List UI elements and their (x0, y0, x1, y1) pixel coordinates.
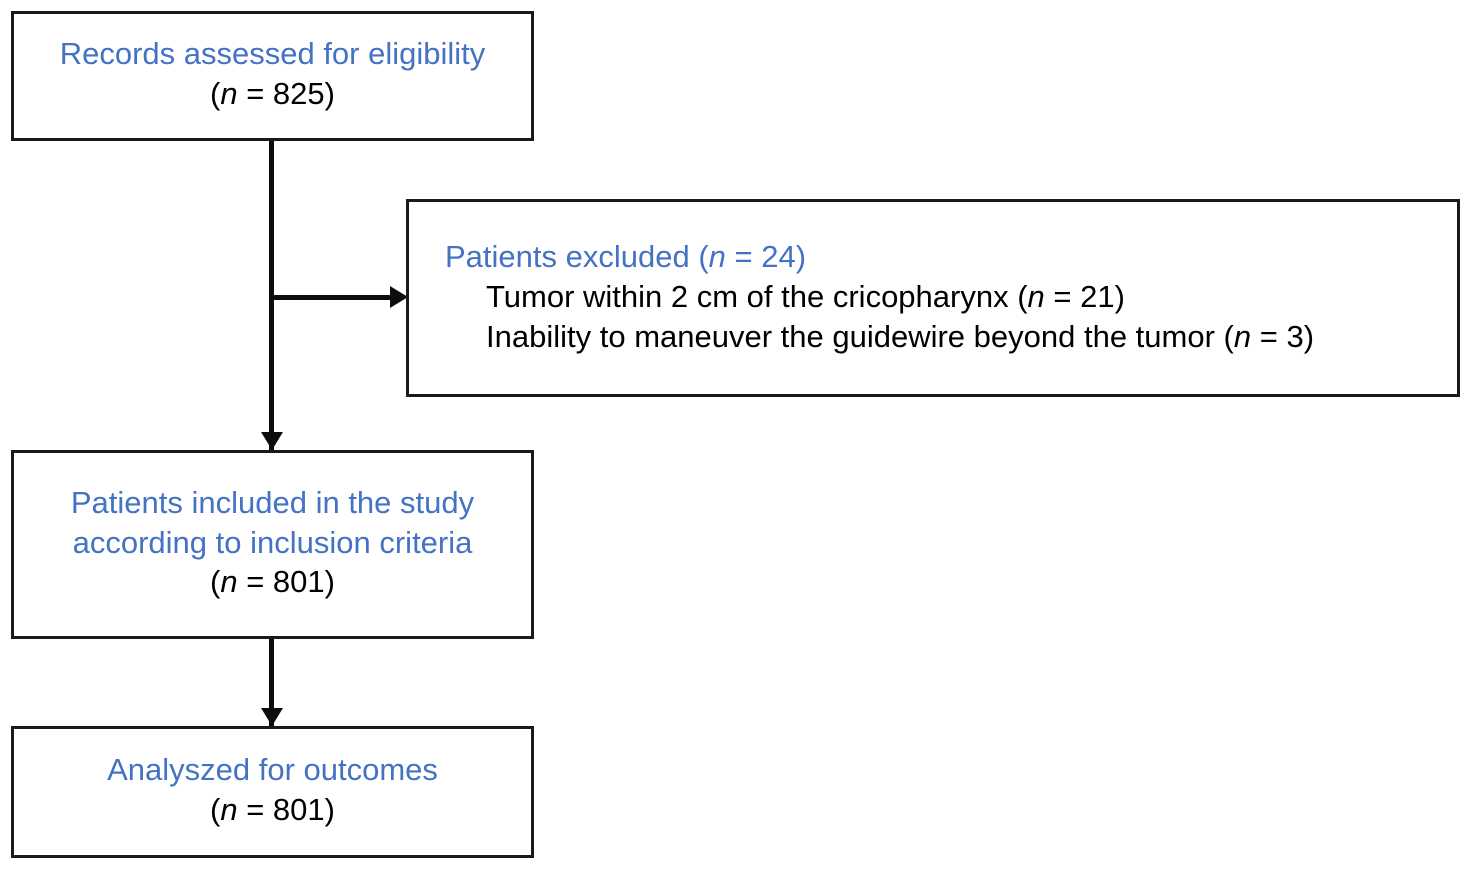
reason-2-text: Inability to maneuver the guidewire beyo… (486, 319, 1234, 355)
paren-open: ( (210, 792, 221, 827)
connector-to-excluded-line (272, 295, 392, 300)
node-excluded-heading: Patients excluded (n = 24) (445, 237, 806, 277)
reason-1-text: Tumor within 2 cm of the cricopharynx ( (486, 278, 1028, 314)
arrowhead-to-analyzed-icon (261, 708, 283, 726)
node-eligibility-count: (n = 825) (210, 74, 335, 114)
reason-1-count: = 21) (1044, 278, 1125, 314)
node-included-label-line-1: Patients included in the study (70, 484, 475, 520)
arrowhead-to-excluded-icon (390, 286, 408, 308)
connector-eligibility-stem (269, 141, 274, 450)
paren-close: ) (324, 76, 335, 111)
node-analyzed-for-outcomes: Analyszed for outcomes (n = 801) (11, 726, 534, 858)
excluded-heading-text: Patients excluded ( (445, 238, 709, 274)
node-patients-excluded: Patients excluded (n = 24) Tumor within … (406, 199, 1460, 397)
paren-open: ( (210, 564, 221, 600)
node-eligibility-label: Records assessed for eligibility (59, 36, 486, 72)
node-excluded-reason-1: Tumor within 2 cm of the cricopharynx (n… (445, 277, 1125, 317)
n-symbol: n (220, 792, 238, 827)
reason-2-count: = 3) (1251, 319, 1315, 355)
n-symbol: n (708, 238, 726, 274)
connector-included-to-analyzed-line (269, 639, 274, 726)
node-analyzed-count: (n = 801) (210, 790, 335, 830)
node-analyzed-label: Analyszed for outcomes (107, 752, 438, 788)
count-value: = 825 (237, 76, 325, 111)
node-records-assessed-for-eligibility: Records assessed for eligibility (n = 82… (11, 11, 534, 141)
count-value: = 801 (237, 564, 325, 600)
paren-close: ) (324, 564, 335, 600)
count-value: = 801 (237, 792, 325, 827)
paren-open: ( (210, 76, 221, 111)
node-included-label-line-2: according to inclusion criteria (72, 524, 473, 560)
arrowhead-to-included-icon (261, 432, 283, 450)
excluded-heading-count: = 24) (725, 238, 807, 274)
node-patients-included: Patients included in the study according… (11, 450, 534, 639)
node-excluded-reason-2: Inability to maneuver the guidewire beyo… (445, 317, 1314, 357)
node-included-count: (n = 801) (210, 562, 335, 602)
paren-close: ) (324, 792, 335, 827)
n-symbol: n (220, 76, 238, 111)
n-symbol: n (220, 564, 238, 600)
n-symbol: n (1233, 319, 1252, 355)
n-symbol: n (1027, 278, 1045, 314)
